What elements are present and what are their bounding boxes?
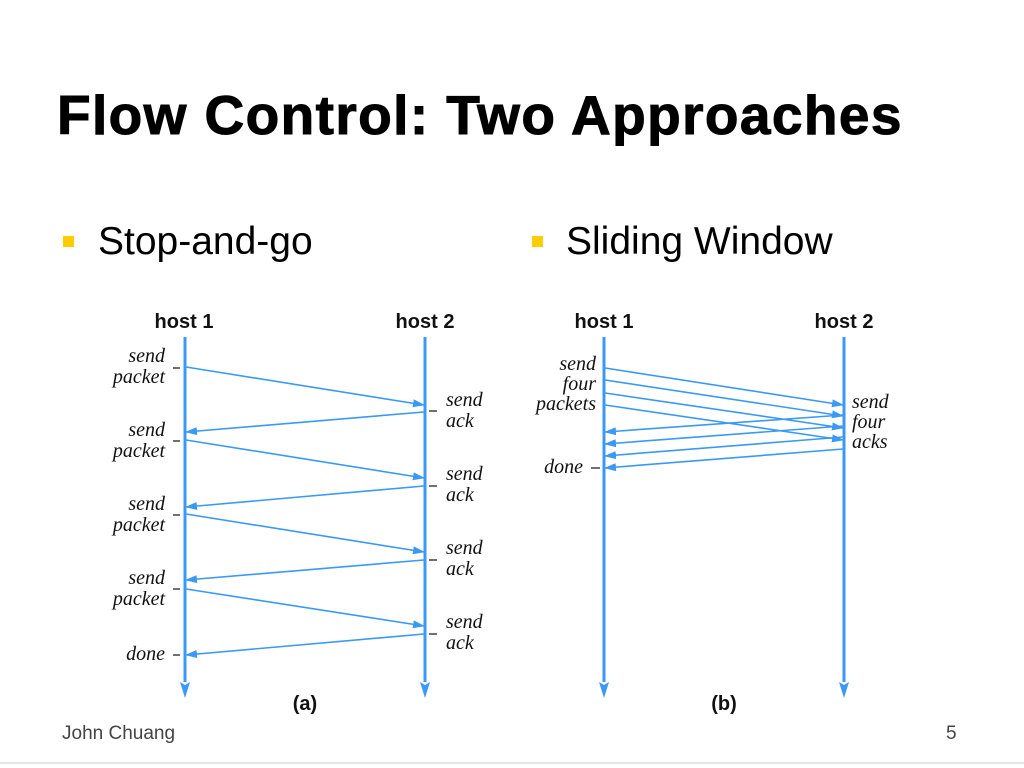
- sender-label: send: [128, 345, 166, 367]
- bullet-stop-and-go: Stop-and-go: [98, 220, 313, 263]
- ack-arrow: [185, 485, 425, 511]
- footer-rule: [0, 762, 1024, 764]
- receiver-label: acks: [852, 431, 888, 453]
- bullet-sliding-window: Sliding Window: [566, 220, 833, 263]
- ack-arrow: [185, 411, 425, 436]
- packet-arrow: [185, 439, 425, 481]
- packet-arrow: [185, 366, 425, 408]
- packet-arrow: [604, 367, 844, 408]
- diagram-stop-and-go: host 1 host 2 send packet send packet se…: [111, 311, 484, 715]
- receiver-label: send: [852, 391, 890, 413]
- done-label: done: [544, 456, 583, 478]
- figure-caption-a: (a): [293, 693, 317, 715]
- receiver-label: ack: [446, 410, 475, 432]
- packet-arrow: [604, 379, 844, 419]
- bullet-marker: [532, 236, 543, 247]
- ack-arrow: [604, 448, 844, 472]
- packet-arrow: [604, 392, 844, 431]
- receiver-label: send: [446, 611, 484, 633]
- ack-arrow: [185, 633, 425, 659]
- bullet-marker: [63, 236, 74, 247]
- sender-label: send: [128, 419, 166, 441]
- receiver-label: ack: [446, 484, 475, 506]
- receiver-label: ack: [446, 632, 475, 654]
- sender-label: packets: [534, 393, 596, 415]
- figure-caption-b: (b): [711, 693, 737, 715]
- receiver-label: send: [446, 389, 484, 411]
- receiver-label: send: [446, 463, 484, 485]
- sender-label: packet: [111, 588, 166, 610]
- receiver-label: ack: [446, 558, 475, 580]
- ack-arrow: [604, 436, 844, 460]
- host2-label: host 2: [396, 311, 455, 333]
- sender-label: packet: [111, 366, 166, 388]
- ack-arrow: [185, 559, 425, 584]
- sender-label: packet: [111, 514, 166, 536]
- footer-author: John Chuang: [62, 723, 176, 744]
- host2-label: host 2: [815, 311, 874, 333]
- sender-label: four: [563, 373, 597, 395]
- packet-arrow: [604, 404, 844, 443]
- page-number: 5: [946, 723, 957, 744]
- slide-title: Flow Control: Two Approaches: [57, 84, 903, 146]
- receiver-label: four: [852, 411, 886, 433]
- sender-label: send: [128, 567, 166, 589]
- ack-arrow: [604, 414, 844, 436]
- receiver-label: send: [446, 537, 484, 559]
- sender-label: send: [559, 353, 597, 375]
- sender-label: send: [128, 493, 166, 515]
- host1-label: host 1: [575, 311, 634, 333]
- done-label: done: [126, 643, 165, 665]
- packet-arrow: [185, 513, 425, 555]
- diagram-sliding-window: host 1 host 2 send four packets send fou…: [534, 311, 890, 715]
- host1-label: host 1: [155, 311, 214, 333]
- sender-label: packet: [111, 440, 166, 462]
- ack-arrow: [604, 425, 844, 448]
- packet-arrow: [185, 588, 425, 629]
